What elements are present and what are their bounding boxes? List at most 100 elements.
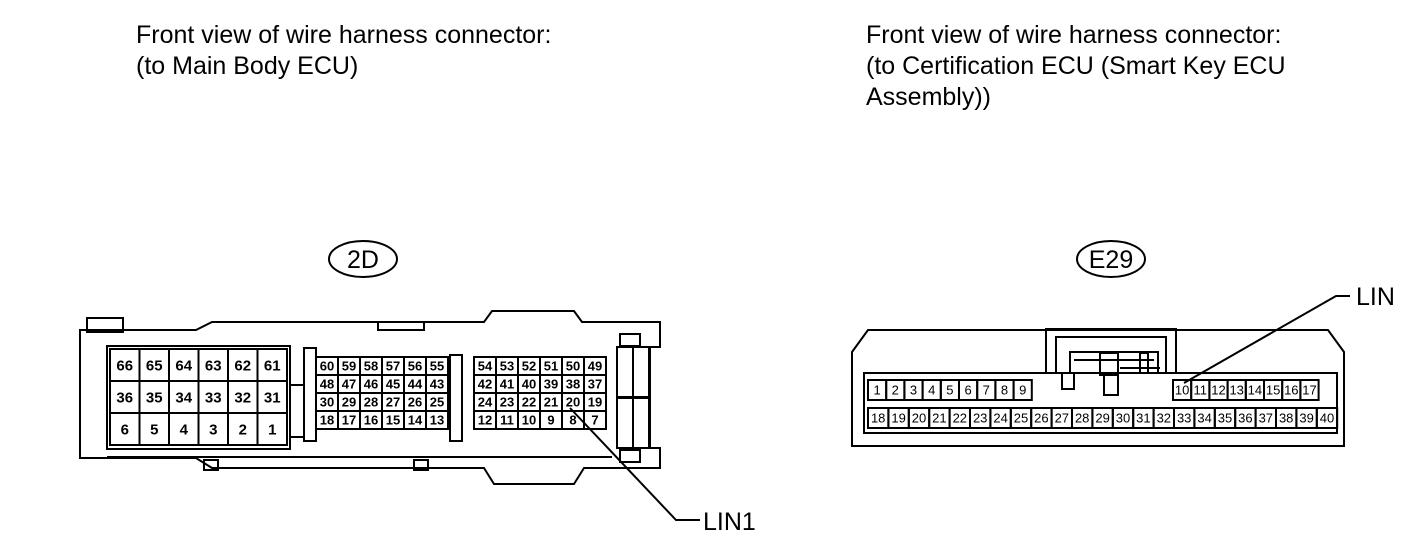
pin-number: 27 xyxy=(1055,411,1069,426)
pin-number: 5 xyxy=(946,383,953,398)
caption-line: (to Main Body ECU) xyxy=(136,52,359,80)
pin-number: 21 xyxy=(932,411,946,426)
pin-number: 25 xyxy=(430,395,444,410)
pin-number: 4 xyxy=(180,421,189,438)
pin-number: 40 xyxy=(1320,411,1334,426)
pin-number: 20 xyxy=(912,411,926,426)
pin-number: 53 xyxy=(500,359,514,374)
pin-number: 9 xyxy=(547,413,554,428)
pin-number: 63 xyxy=(205,357,222,374)
pin-number: 37 xyxy=(588,377,602,392)
pin-number: 9 xyxy=(1019,383,1026,398)
caption-certification-ecu: Front view of wire harness connector: (t… xyxy=(866,20,1286,113)
pin-cell xyxy=(1315,407,1339,429)
pin-number: 22 xyxy=(953,411,967,426)
pin-number: 34 xyxy=(1197,411,1211,426)
signal-label-lin1: LIN1 xyxy=(703,508,756,536)
pin-number: 20 xyxy=(566,395,580,410)
pin-number: 50 xyxy=(566,359,580,374)
caption-main-body-ecu: Front view of wire harness connector: (t… xyxy=(136,20,551,82)
pin-number: 17 xyxy=(1302,383,1316,398)
pin-number: 13 xyxy=(430,413,444,428)
pin-number: 6 xyxy=(964,383,971,398)
pin-number: 57 xyxy=(386,359,400,374)
pin-number: 37 xyxy=(1259,411,1273,426)
pin-number: 51 xyxy=(544,359,558,374)
pin-number: 3 xyxy=(910,383,917,398)
pin-number: 33 xyxy=(1177,411,1191,426)
pin-number: 24 xyxy=(993,411,1007,426)
pin-number: 32 xyxy=(234,389,251,406)
pin-number: 32 xyxy=(1157,411,1171,426)
connector-2d-housing xyxy=(79,310,661,485)
pin-number: 61 xyxy=(264,357,281,374)
pin-cell xyxy=(1012,379,1033,401)
pin-number: 13 xyxy=(1229,383,1243,398)
connector-code-2d: 2D xyxy=(347,246,379,274)
pin-number: 14 xyxy=(1248,383,1262,398)
pin-number: 36 xyxy=(1238,411,1252,426)
pin-number: 23 xyxy=(500,395,514,410)
pin-number: 58 xyxy=(364,359,378,374)
pin-number: 52 xyxy=(522,359,536,374)
pin-number: 45 xyxy=(386,377,400,392)
pin-number: 56 xyxy=(408,359,422,374)
pin-number: 8 xyxy=(1001,383,1008,398)
pin-number: 12 xyxy=(1211,383,1225,398)
pin-number: 35 xyxy=(146,389,163,406)
pin-number: 26 xyxy=(1034,411,1048,426)
pin-number: 65 xyxy=(146,357,163,374)
pin-number: 30 xyxy=(320,395,334,410)
pin-number: 39 xyxy=(1299,411,1313,426)
caption-line: Assembly)) xyxy=(866,83,992,111)
pin-number: 12 xyxy=(478,413,492,428)
pin-number: 2 xyxy=(239,421,247,438)
pin-number: 46 xyxy=(364,377,378,392)
pin-number: 4 xyxy=(928,383,935,398)
pin-number: 42 xyxy=(478,377,492,392)
pin-number: 43 xyxy=(430,377,444,392)
pin-number: 28 xyxy=(1075,411,1089,426)
pin-cell xyxy=(1299,379,1320,401)
pin-number: 54 xyxy=(478,359,493,374)
pin-number: 39 xyxy=(544,377,558,392)
pin-number: 29 xyxy=(342,395,356,410)
pin-cell xyxy=(256,412,288,446)
lin1-leader-line xyxy=(569,407,700,521)
pin-number: 18 xyxy=(871,411,885,426)
pin-number: 15 xyxy=(1266,383,1280,398)
pin-number: 31 xyxy=(1136,411,1150,426)
signal-label-lin: LIN xyxy=(1356,283,1395,311)
lin-leader-line xyxy=(1183,295,1350,384)
pin-number: 38 xyxy=(566,377,580,392)
pin-number: 7 xyxy=(983,383,990,398)
connector-code-oval-2d xyxy=(328,240,398,278)
pin-number: 11 xyxy=(1194,383,1208,398)
pin-number: 3 xyxy=(209,421,217,438)
pin-cell xyxy=(583,410,607,430)
pin-number: 26 xyxy=(408,395,422,410)
pin-number: 49 xyxy=(588,359,602,374)
pin-number: 18 xyxy=(320,413,334,428)
pin-number: 62 xyxy=(234,357,251,374)
pin-number: 6 xyxy=(121,421,129,438)
pin-number: 10 xyxy=(522,413,536,428)
pin-number: 23 xyxy=(973,411,987,426)
pin-number: 15 xyxy=(386,413,400,428)
caption-line: Front view of wire harness connector: xyxy=(136,21,552,49)
pin-number: 24 xyxy=(478,395,493,410)
pin-number: 60 xyxy=(320,359,334,374)
pin-number: 2 xyxy=(892,383,899,398)
connector-code-e29: E29 xyxy=(1089,246,1133,274)
pin-number: 8 xyxy=(569,413,576,428)
pin-number: 38 xyxy=(1279,411,1293,426)
pin-number: 33 xyxy=(205,389,222,406)
pin-number: 19 xyxy=(588,395,602,410)
pin-number: 34 xyxy=(175,389,192,406)
pin-number: 11 xyxy=(500,413,514,428)
pin-number: 27 xyxy=(386,395,400,410)
pin-number: 41 xyxy=(500,377,514,392)
pin-number: 19 xyxy=(891,411,905,426)
